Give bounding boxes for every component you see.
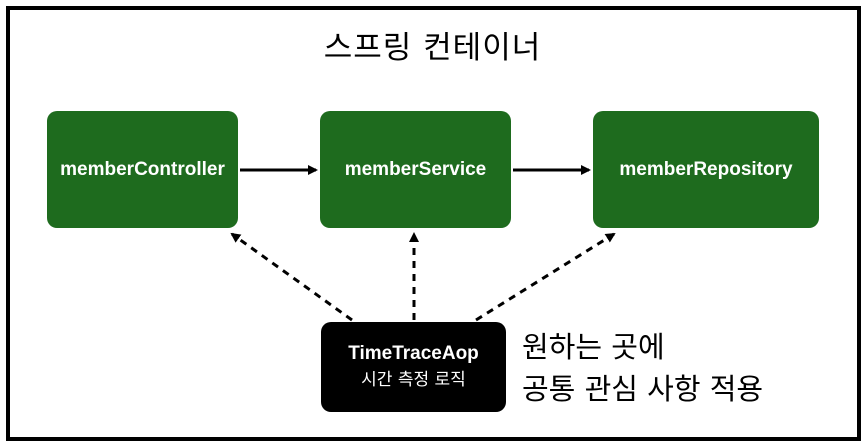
member-service-box: memberService xyxy=(320,111,511,228)
cross-cutting-note: 원하는 곳에 공통 관심 사항 적용 xyxy=(522,326,763,410)
aspect-name: TimeTraceAop xyxy=(348,343,479,364)
member-repository-label: memberRepository xyxy=(619,158,793,180)
time-trace-aop-box: TimeTraceAop 시간 측정 로직 xyxy=(321,322,506,412)
member-service-label: memberService xyxy=(344,158,487,180)
member-controller-label: memberController xyxy=(60,158,225,180)
member-repository-box: memberRepository xyxy=(593,111,819,228)
aspect-description: 시간 측정 로직 xyxy=(361,370,466,390)
aop-to-repository-arrow xyxy=(475,232,616,322)
spring-container-frame xyxy=(6,6,861,441)
note-line-1: 원하는 곳에 xyxy=(522,330,665,364)
aop-to-controller-arrow xyxy=(230,232,353,322)
note-line-2: 공통 관심 사항 적용 xyxy=(522,372,764,406)
container-title: 스프링 컨테이너 xyxy=(323,30,542,66)
member-controller-box: memberController xyxy=(47,111,238,228)
